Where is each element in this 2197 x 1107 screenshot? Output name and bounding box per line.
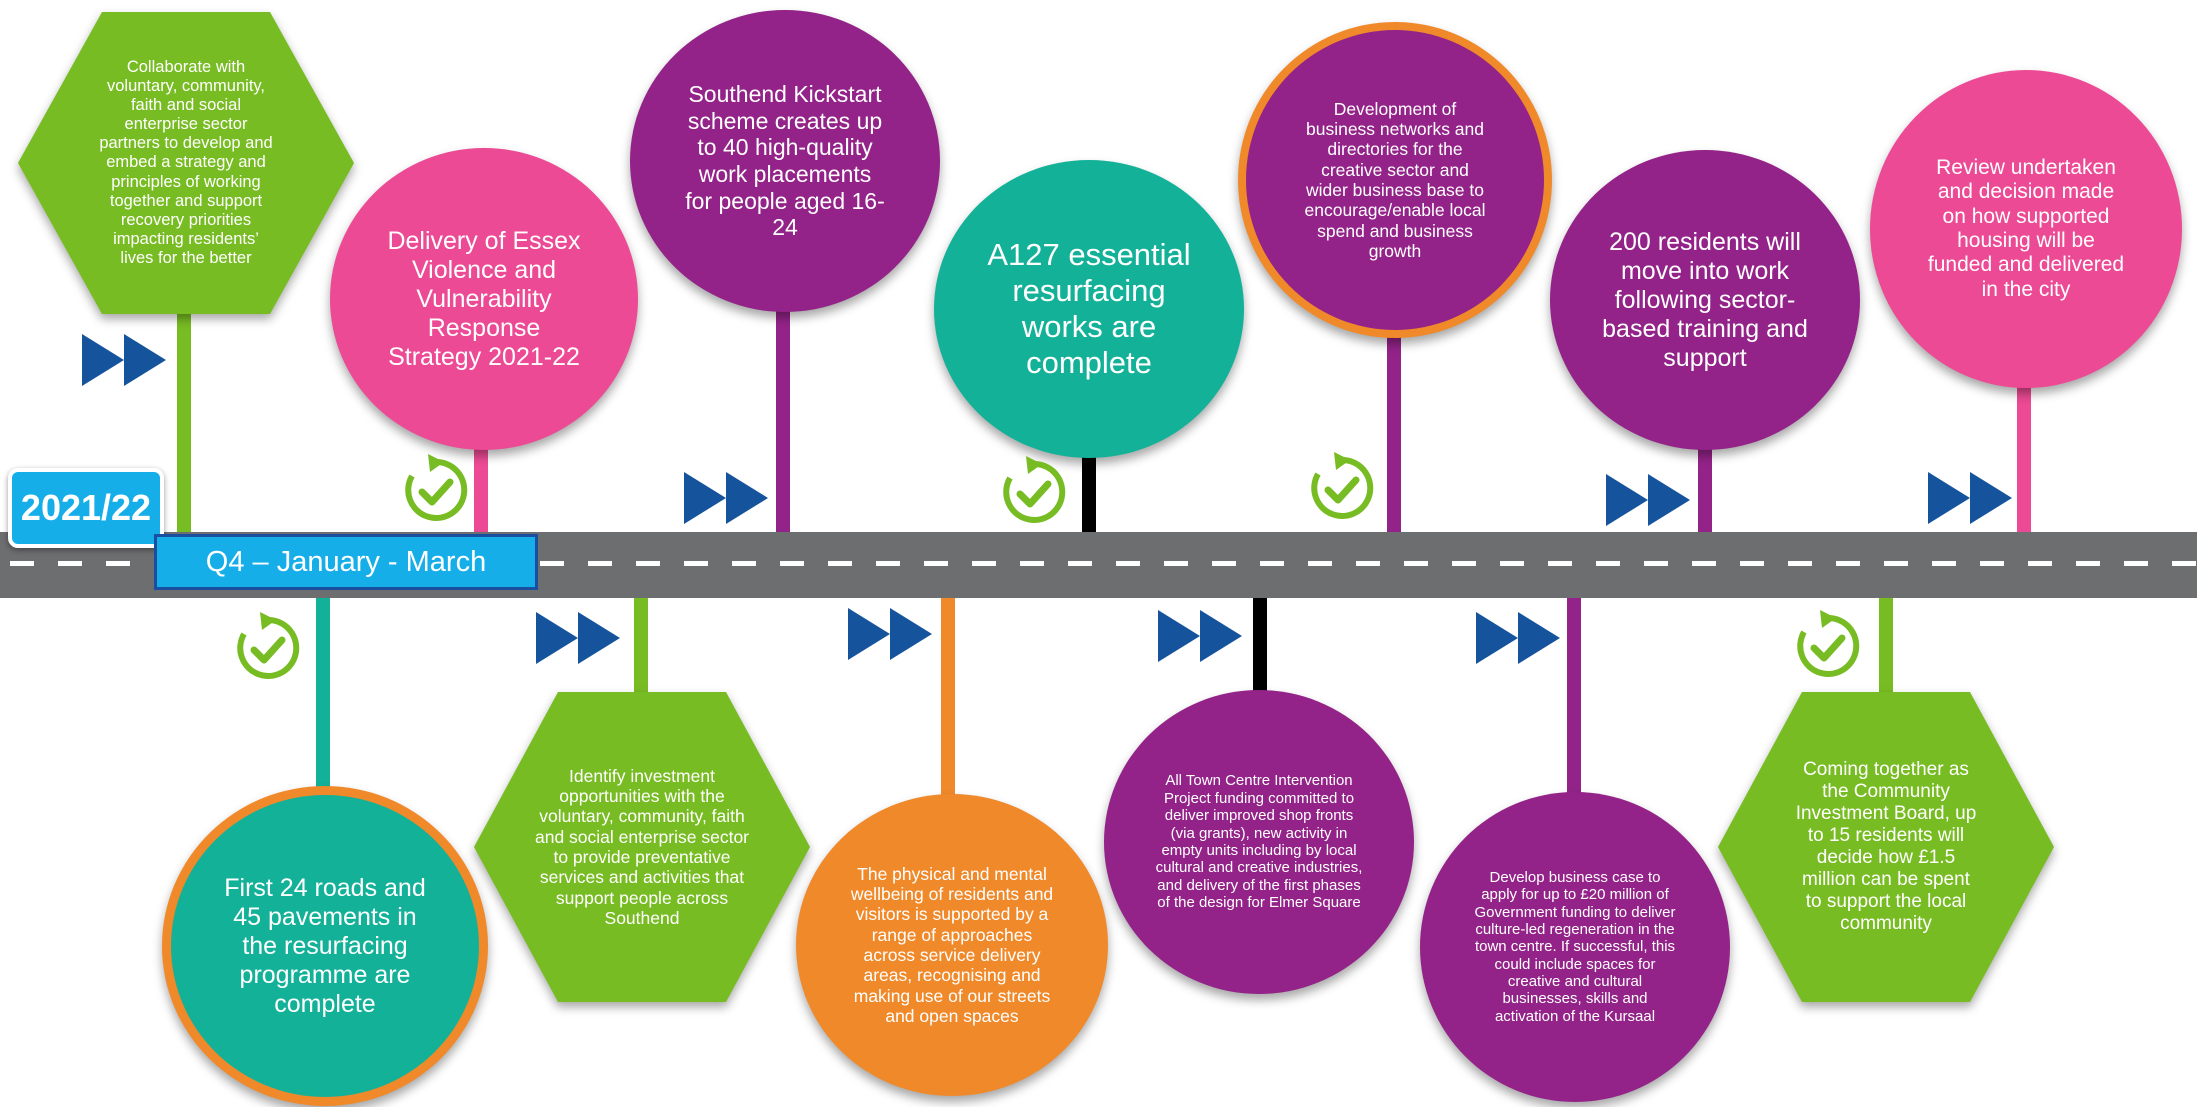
fast-forward-icon	[1928, 472, 2012, 524]
fast-forward-icon	[82, 334, 166, 386]
milestone-top-6: 200 residents will move into work follow…	[1550, 150, 1860, 450]
quarter-label: Q4 – January - March	[154, 534, 538, 590]
milestone-bottom-1: First 24 roads and 45 pavements in the r…	[162, 786, 488, 1106]
milestone-top-1: Collaborate with voluntary, community, f…	[18, 12, 354, 314]
stem-top-4	[1082, 450, 1096, 534]
fast-forward-icon	[536, 612, 620, 664]
fast-forward-icon	[1606, 474, 1690, 526]
milestone-top-3: Southend Kickstart scheme creates up to …	[630, 10, 940, 312]
fast-forward-icon	[848, 608, 932, 660]
milestone-top-2: Delivery of Essex Violence and Vulnerabi…	[330, 148, 638, 450]
refresh-check-icon	[1311, 452, 1374, 519]
fast-forward-icon	[1476, 612, 1560, 664]
stem-bottom-3	[941, 596, 955, 820]
milestone-bottom-4: All Town Centre Intervention Project fun…	[1104, 690, 1414, 994]
stem-bottom-5	[1567, 596, 1581, 796]
milestone-bottom-6-text: Coming together as the Community Investm…	[1718, 692, 2054, 1002]
stem-top-6	[1698, 440, 1712, 534]
stem-top-5	[1387, 330, 1401, 534]
milestone-bottom-6: Coming together as the Community Investm…	[1718, 692, 2054, 1002]
stem-bottom-6	[1879, 596, 1893, 696]
stem-top-7	[2017, 380, 2031, 534]
year-label: 2021/22	[8, 468, 164, 548]
fast-forward-icon	[684, 472, 768, 524]
stem-bottom-4	[1253, 596, 1267, 696]
stem-top-1	[177, 310, 191, 534]
milestone-bottom-5: Develop business case to apply for up to…	[1420, 792, 1730, 1102]
refresh-check-icon	[237, 612, 300, 679]
milestone-top-4: A127 essential resurfacing works are com…	[934, 160, 1244, 458]
refresh-check-icon	[1003, 456, 1066, 523]
milestone-top-7: Review undertaken and decision made on h…	[1870, 70, 2182, 388]
milestone-bottom-2-text: Identify investment opportunities with t…	[474, 692, 810, 1002]
refresh-check-icon	[405, 454, 468, 521]
fast-forward-icon	[1158, 610, 1242, 662]
stem-top-2	[474, 440, 488, 534]
stem-bottom-1	[316, 596, 330, 796]
stem-top-3	[776, 300, 790, 534]
milestone-bottom-3: The physical and mental wellbeing of res…	[796, 794, 1108, 1096]
stem-bottom-2	[634, 596, 648, 696]
milestone-top-5: Development of business networks and dir…	[1238, 22, 1552, 338]
milestone-top-1-text: Collaborate with voluntary, community, f…	[18, 12, 354, 314]
milestone-bottom-2: Identify investment opportunities with t…	[474, 692, 810, 1002]
refresh-check-icon	[1797, 610, 1860, 677]
